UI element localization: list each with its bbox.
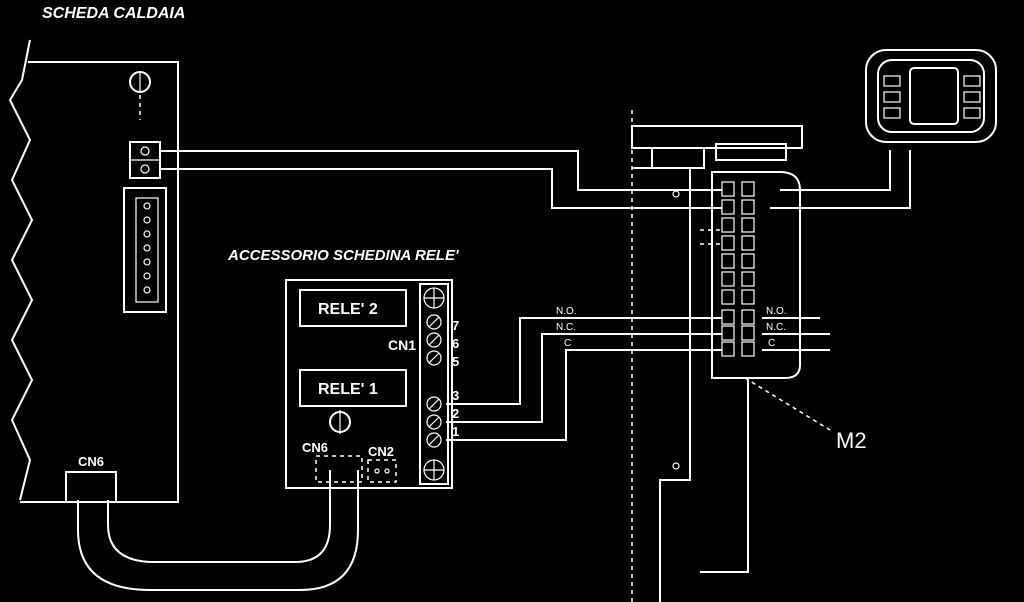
nc-right-label: N.C. bbox=[766, 322, 786, 333]
c-left-label: C bbox=[564, 338, 571, 349]
cn1-label: CN1 bbox=[388, 337, 416, 353]
long-connector-pins bbox=[143, 202, 151, 294]
nc-left-label: N.C. bbox=[556, 322, 576, 333]
cn1-screw-terminals bbox=[426, 314, 442, 448]
pin-7: 7 bbox=[452, 318, 459, 333]
terminal-block-m2 bbox=[631, 110, 831, 602]
flat-cable bbox=[77, 470, 359, 591]
rele1-label: RELE' 1 bbox=[318, 381, 378, 398]
cn2-label: CN2 bbox=[368, 444, 394, 459]
pin-5: 5 bbox=[452, 354, 459, 369]
m2-label: M2 bbox=[836, 428, 867, 453]
m2-terminals bbox=[721, 181, 755, 357]
pin-3: 3 bbox=[452, 388, 459, 403]
pin-1: 1 bbox=[452, 424, 459, 439]
board-title: SCHEDA CALDAIA bbox=[42, 5, 185, 22]
remote-thermostat bbox=[865, 49, 997, 143]
no-right-label: N.O. bbox=[766, 306, 787, 317]
cn6-board-label: CN6 bbox=[78, 454, 104, 469]
pin-6: 6 bbox=[452, 336, 459, 351]
c-right-label: C bbox=[768, 338, 775, 349]
no-left-label: N.O. bbox=[556, 306, 577, 317]
cn6-accessory-label: CN6 bbox=[302, 440, 328, 455]
relay-accessory-board bbox=[285, 279, 453, 489]
accessory-title: ACCESSORIO SCHEDINA RELE' bbox=[227, 247, 459, 264]
boiler-board bbox=[8, 39, 179, 503]
thermostat-wires bbox=[160, 150, 911, 209]
pin-2: 2 bbox=[452, 406, 459, 421]
rele2-label: RELE' 2 bbox=[318, 301, 378, 318]
